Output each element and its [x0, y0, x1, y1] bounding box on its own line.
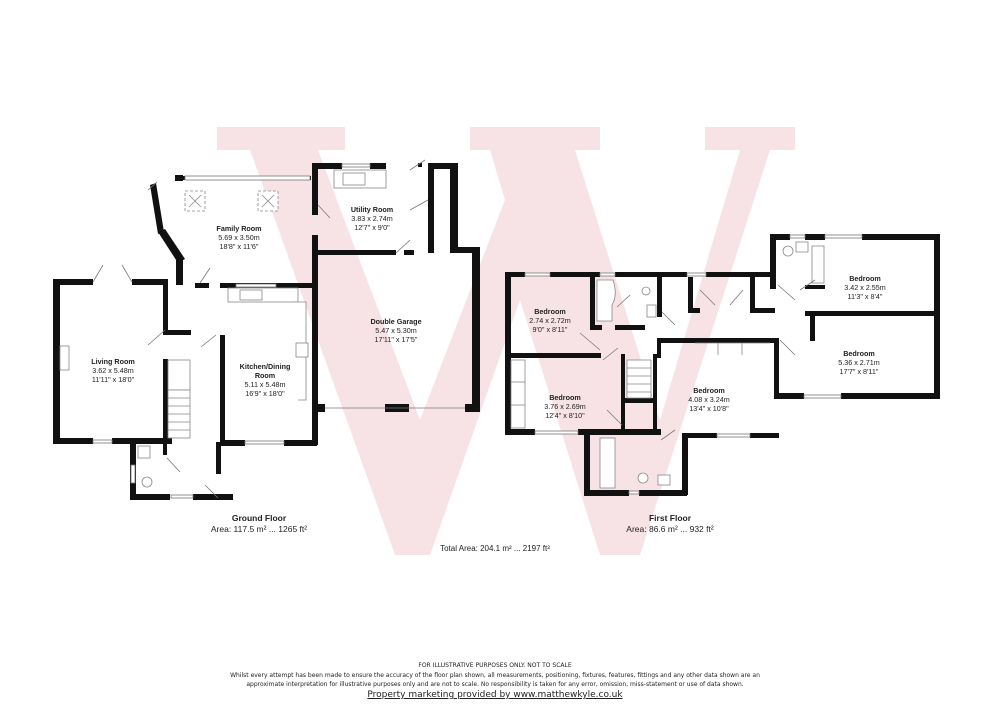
room-imperial: 11'3" x 8'4"	[847, 292, 883, 301]
first-floor-windows	[524, 234, 863, 495]
room-name: Kitchen/Dining	[239, 362, 291, 371]
room-imperial: 11'11" x 18'0"	[91, 375, 135, 384]
room-name: Bedroom	[549, 393, 581, 402]
room-name: Bedroom	[693, 386, 725, 395]
room-name: Living Room	[91, 357, 135, 366]
room-imperial: 12'7" x 9'0"	[354, 223, 390, 232]
room-metric: 5.69 x 3.50m	[218, 233, 260, 242]
room-name: Bedroom	[843, 349, 875, 358]
agent-credit-link[interactable]: Property marketing provided by www.matth…	[367, 690, 623, 700]
first-floor-walls	[505, 234, 940, 496]
room-name: Family Room	[216, 224, 262, 233]
ground-floor-fixtures	[59, 169, 387, 488]
first-floor-caption: First Floor Area: 86.6 m² ... 932 ft²	[626, 513, 713, 535]
room-metric: 5.36 x 2.71m	[838, 358, 880, 367]
room-metric: 5.11 x 5.48m	[244, 380, 286, 389]
room-metric: 2.74 x 2.72m	[529, 316, 571, 325]
room-imperial: 16'9" x 18'0"	[245, 389, 285, 398]
ground-floor-walls	[53, 163, 480, 500]
room-label-double-garage: Double Garage 5.47 x 5.30m 17'11" x 17'5…	[370, 317, 421, 344]
room-label-bedroom-2: Bedroom 3.76 x 2.69m 12'4" x 8'10"	[544, 393, 586, 420]
room-name: Double Garage	[370, 317, 422, 326]
room-label-family-room: Family Room 5.69 x 3.50m 18'8" x 11'6"	[216, 224, 261, 251]
room-label-bedroom-1: Bedroom 2.74 x 2.72m 9'0" x 8'11"	[529, 307, 571, 334]
room-imperial: 12'4" x 8'10"	[545, 411, 585, 420]
room-metric: 3.76 x 2.69m	[544, 402, 586, 411]
illustrative-notice: FOR ILLUSTRATIVE PURPOSES ONLY. NOT TO S…	[418, 662, 572, 669]
first-floor-fixtures	[510, 241, 825, 489]
room-metric: 5.47 x 5.30m	[375, 326, 417, 335]
ground-floor-area: Area: 117.5 m² ... 1265 ft²	[210, 524, 308, 534]
ground-floor-windows	[92, 163, 371, 499]
room-metric: 3.62 x 5.48m	[92, 366, 134, 375]
room-metric: 3.83 x 2.74m	[351, 214, 393, 223]
room-label-bedroom-4: Bedroom 3.42 x 2.55m 11'3" x 8'4"	[844, 274, 886, 301]
room-imperial: 13'4" x 10'8"	[689, 404, 729, 413]
total-area: Total Area: 204.1 m² ... 2197 ft²	[440, 544, 550, 553]
room-imperial: 17'7" x 8'11"	[839, 367, 879, 376]
room-imperial: 17'11" x 17'5"	[374, 335, 418, 344]
room-imperial: 18'8" x 11'6"	[219, 242, 259, 251]
room-name: Utility Room	[350, 205, 394, 214]
room-label-utility-room: Utility Room 3.83 x 2.74m 12'7" x 9'0"	[351, 205, 393, 232]
room-name: Bedroom	[849, 274, 881, 283]
room-metric: 3.42 x 2.55m	[844, 283, 886, 292]
room-label-kitchen-dining: Kitchen/Dining Room 5.11 x 5.48m 16'9" x…	[240, 362, 291, 398]
ground-floor-caption: Ground Floor Area: 117.5 m² ... 1265 ft²	[211, 513, 307, 535]
ground-floor-doors	[92, 159, 429, 499]
room-imperial: 9'0" x 8'11"	[532, 325, 568, 334]
watermark-w-logo	[217, 127, 795, 555]
disclaimer-line-1: Whilst every attempt has been made to en…	[230, 672, 760, 679]
first-floor-doors	[579, 279, 816, 441]
disclaimer: Whilst every attempt has been made to en…	[0, 671, 990, 689]
disclaimer-line-2: approximate interpretation for illustrat…	[246, 681, 744, 688]
room-name-line2: Room	[254, 371, 276, 380]
room-label-bedroom-3: Bedroom 4.08 x 3.24m 13'4" x 10'8"	[688, 386, 730, 413]
room-name: Bedroom	[534, 307, 566, 316]
first-floor-title: First Floor	[648, 513, 692, 523]
first-floor-area: Area: 86.6 m² ... 932 ft²	[626, 524, 714, 534]
room-label-living-room: Living Room 3.62 x 5.48m 11'11" x 18'0"	[91, 357, 135, 384]
room-metric: 4.08 x 3.24m	[688, 395, 730, 404]
room-label-bedroom-5: Bedroom 5.36 x 2.71m 17'7" x 8'11"	[838, 349, 880, 376]
ground-floor-title: Ground Floor	[231, 513, 287, 523]
